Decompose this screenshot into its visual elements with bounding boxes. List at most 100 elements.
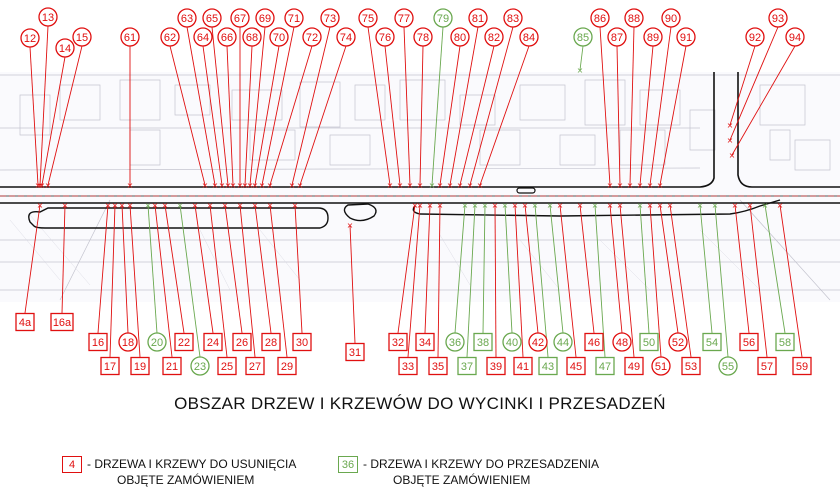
legend-transplant: 36 - DRZEWA I KRZEWY DO PRZESADZENIA OBJ… [338,456,599,488]
tree-marker-24 [203,332,223,352]
tree-marker-83 [503,8,523,28]
leader-line-54 [699,204,713,334]
tree-marker-88 [624,8,644,28]
tree-point-85: × [577,66,584,75]
leader-line-27 [239,204,256,358]
tree-point-69: × [247,181,254,190]
leader-line-85 [579,45,584,71]
tree-point-90: × [647,181,654,190]
tree-point-66: × [230,181,237,190]
leader-line-58 [764,204,786,334]
tree-marker-label-18: 18 [122,337,134,349]
leader-line-82 [459,45,495,186]
legend-remove-line2: OBJĘTE ZAMÓWIENIEM [117,473,255,487]
tree-marker-label-16: 16 [92,337,104,349]
tree-point-77: × [407,181,414,190]
leader-line-55 [714,204,729,358]
leader-line-80 [439,45,461,186]
tree-marker-50 [639,332,659,352]
tree-marker-40 [502,332,522,352]
leader-line-89 [639,45,654,186]
tree-marker-label-65: 65 [206,13,218,25]
leader-line-46 [579,204,595,334]
tree-point-74: × [297,181,304,190]
tree-marker-label-19: 19 [134,361,146,373]
tree-point-13: × [37,181,44,190]
leader-line-40 [504,204,513,334]
leader-line-52 [659,204,679,334]
leader-line-39 [494,204,497,358]
leader-line-47 [594,204,606,358]
leader-line-44 [549,204,564,334]
tree-marker-label-49: 49 [628,361,640,373]
tree-marker-label-89: 89 [647,32,659,44]
leader-line-87 [616,45,621,186]
tree-marker-label-14: 14 [59,43,71,55]
tree-marker-label-83: 83 [507,13,519,25]
tree-marker-84 [519,27,539,47]
leader-line-31 [349,224,356,344]
tree-marker-label-51: 51 [655,361,667,373]
tree-marker-54 [702,332,722,352]
tree-marker-68 [242,27,262,47]
tree-marker-53 [681,356,701,376]
tree-point-61: × [127,181,134,190]
tree-marker-label-42: 42 [532,337,544,349]
tree-marker-label-37: 37 [461,361,473,373]
drawing-title: OBSZAR DRZEW I KRZEWÓW DO WYCINKI I PRZE… [174,394,666,413]
tree-marker-label-41: 41 [517,361,529,373]
tree-marker-label-54: 54 [706,337,718,349]
leader-line-21 [154,204,173,358]
tree-marker-71 [284,8,304,28]
leader-line-20 [147,204,158,334]
leader-line-4a [24,204,41,314]
leader-line-93 [729,26,779,141]
tree-point-68: × [242,181,249,190]
leader-line-70 [254,45,280,186]
tree-marker-42 [528,332,548,352]
leader-line-50 [639,204,650,334]
tree-marker-label-85: 85 [577,32,589,44]
tree-point-71: × [259,181,266,190]
leader-line-26 [224,204,243,334]
leader-line-91 [659,45,687,186]
leader-line-69 [249,26,266,186]
leader-line-38 [482,204,486,334]
road-edge-north-east [737,72,840,188]
tree-marker-65 [202,8,222,28]
leader-line-73 [291,26,331,186]
tree-marker-label-27: 27 [249,361,261,373]
tree-marker-label-21: 21 [166,361,178,373]
tree-point-79: × [429,181,436,190]
tree-marker-33 [398,356,418,376]
tree-marker-label-56: 56 [743,337,755,349]
tree-marker-78 [413,27,433,47]
tree-marker-29 [277,356,297,376]
leader-line-83 [469,26,514,186]
tree-marker-35 [428,356,448,376]
tree-marker-label-43: 43 [542,361,554,373]
leader-line-16a [61,204,66,314]
tree-marker-label-79: 79 [437,13,449,25]
tree-marker-label-61: 61 [124,32,136,44]
tree-marker-70 [269,27,289,47]
leader-line-66 [226,45,234,186]
tree-point-76: × [397,181,404,190]
tree-marker-label-64: 64 [197,32,209,44]
tree-marker-28 [261,332,281,352]
tree-marker-66 [217,27,237,47]
tree-point-94: × [729,151,736,160]
tree-marker-label-92: 92 [749,32,761,44]
tree-marker-label-80: 80 [454,32,466,44]
tree-marker-4a [15,312,35,332]
leader-line-63 [186,26,216,186]
tree-marker-36 [445,332,465,352]
leader-line-35 [437,204,441,358]
tree-marker-48 [612,332,632,352]
tree-marker-label-58: 58 [779,337,791,349]
leader-line-28 [254,204,272,334]
tree-marker-label-57: 57 [761,361,773,373]
tree-marker-51 [651,356,671,376]
leader-line-74 [299,45,347,186]
